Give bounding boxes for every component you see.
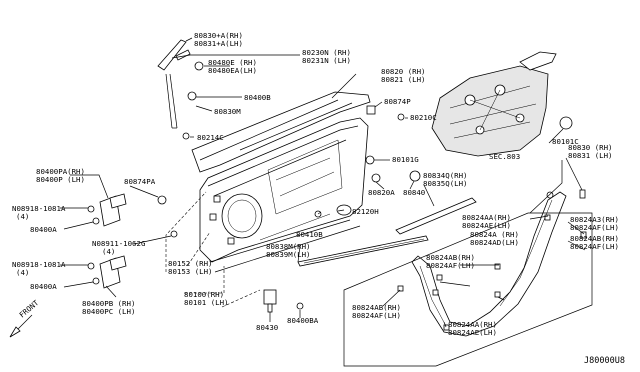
label-80824AD: 80824AD(LH) [470, 238, 519, 247]
upper-hinge [87, 193, 127, 227]
label-80400PC: 80400PC (LH) [82, 307, 135, 316]
label-08918-lower: N08918-1081A [12, 260, 66, 269]
label-80400BA: 80400BA [287, 316, 319, 325]
label-80821: 80821 (LH) [381, 75, 426, 84]
label-80410B: 80410B [296, 230, 323, 239]
lower-hinge [87, 255, 127, 289]
label-08918-lower-qty: (4) [16, 268, 29, 277]
lower-weatherstrip [297, 235, 429, 267]
label-80830: 80830 (RH) [568, 143, 613, 152]
label-80820: 80820 (RH) [381, 67, 426, 76]
front-arrow-icon [9, 314, 33, 338]
label-80874PA: 80874PA [124, 177, 156, 186]
reference-code: J80000U8 [584, 356, 625, 366]
label-80874P: 80874P [384, 97, 411, 106]
label-80840: 80840 [403, 188, 425, 197]
door-module-panel [431, 51, 557, 157]
front-label: FRONT [18, 298, 41, 320]
label-80824AB-c: 80824AB(RH) [352, 303, 401, 312]
weatherstrip-group-box [343, 212, 593, 367]
label-80400PB: 80400PB (RH) [82, 299, 135, 308]
label-80480EA: 80480EA(LH) [208, 66, 257, 75]
label-80835Q: 80835Q(LH) [423, 179, 468, 188]
outside-molding [395, 197, 477, 235]
label-80101: 80101 (LH) [184, 298, 229, 307]
label-80824AF-b: 80824AF(LH) [570, 223, 619, 232]
label-80820A: 80820A [368, 188, 395, 197]
label-80824AE-b: 80824AE(LH) [448, 328, 497, 337]
outer-door-panel [191, 91, 371, 173]
door-lower-trim [209, 219, 361, 273]
label-80824A3: 80824A3(RH) [570, 215, 619, 224]
label-80824AA-b: 80824AA(RH) [448, 320, 497, 329]
label-80824AB-a: 80824AB(RH) [426, 253, 475, 262]
label-80839M: 80839M(LH) [266, 250, 311, 259]
label-80400A-lower: 80400A [30, 282, 57, 291]
door-shell [199, 117, 369, 263]
label-80830A: 80830+A(RH) [194, 31, 243, 40]
label-80430: 80430 [256, 323, 278, 332]
label-08918-upper: N08918-1081A [12, 204, 66, 213]
label-80830M: 80830M [214, 107, 241, 116]
label-sec803: SEC.803 [489, 152, 520, 161]
label-80824AE-a: 80824AE(LH) [462, 221, 511, 230]
label-80838M: 80838M(RH) [266, 242, 311, 251]
label-80824AB-b: 80824AB(RH) [570, 234, 619, 243]
window-glass-run [157, 39, 204, 140]
label-80824AF-d: 80824AF(LH) [352, 311, 401, 320]
label-80152: 80152 (RH) [168, 259, 213, 268]
label-80101C: 80101C [552, 137, 579, 146]
label-80100: 80100(RH) [184, 290, 224, 299]
label-80480E: 80480E (RH) [208, 58, 257, 67]
label-80230N: 80230N (RH) [302, 48, 351, 57]
label-80400P: 80400P (LH) [36, 175, 85, 184]
label-80400A-upper: 80400A [30, 225, 57, 234]
label-08918-upper-qty: (4) [16, 212, 29, 221]
door-weatherstrip [411, 191, 567, 337]
label-80834Q: 80834Q(RH) [423, 171, 468, 180]
label-80831A: 80831+A(LH) [194, 39, 243, 48]
label-80824AA-a: 80824AA(RH) [462, 213, 511, 222]
label-80824AF-a: 80824AF(LH) [426, 261, 475, 270]
leader-lines [60, 37, 586, 328]
label-08911: N08911-1062G [92, 239, 145, 248]
label-82120H: 82120H [352, 207, 379, 216]
label-80210C: 80210C [410, 113, 437, 122]
label-80824AF-c: 80824AF(LH) [570, 242, 619, 251]
label-80400PA: 80400PA(RH) [36, 167, 85, 176]
label-80101G: 80101G [392, 155, 419, 164]
label-80400B: 80400B [244, 93, 271, 102]
label-80824A: 80824A (RH) [470, 230, 519, 239]
label-80231N: 80231N (LH) [302, 56, 351, 65]
label-80831: 80831 (LH) [568, 151, 613, 160]
label-80153: 80153 (LH) [168, 267, 213, 276]
weatherstrip-clips [397, 189, 587, 331]
part-labels: 80830+A(RH) 80831+A(LH) 80230N (RH) 8023… [12, 31, 619, 337]
door-striker [263, 289, 304, 313]
label-80214C: 80214C [197, 133, 224, 142]
label-08911-qty: (4) [102, 247, 115, 256]
